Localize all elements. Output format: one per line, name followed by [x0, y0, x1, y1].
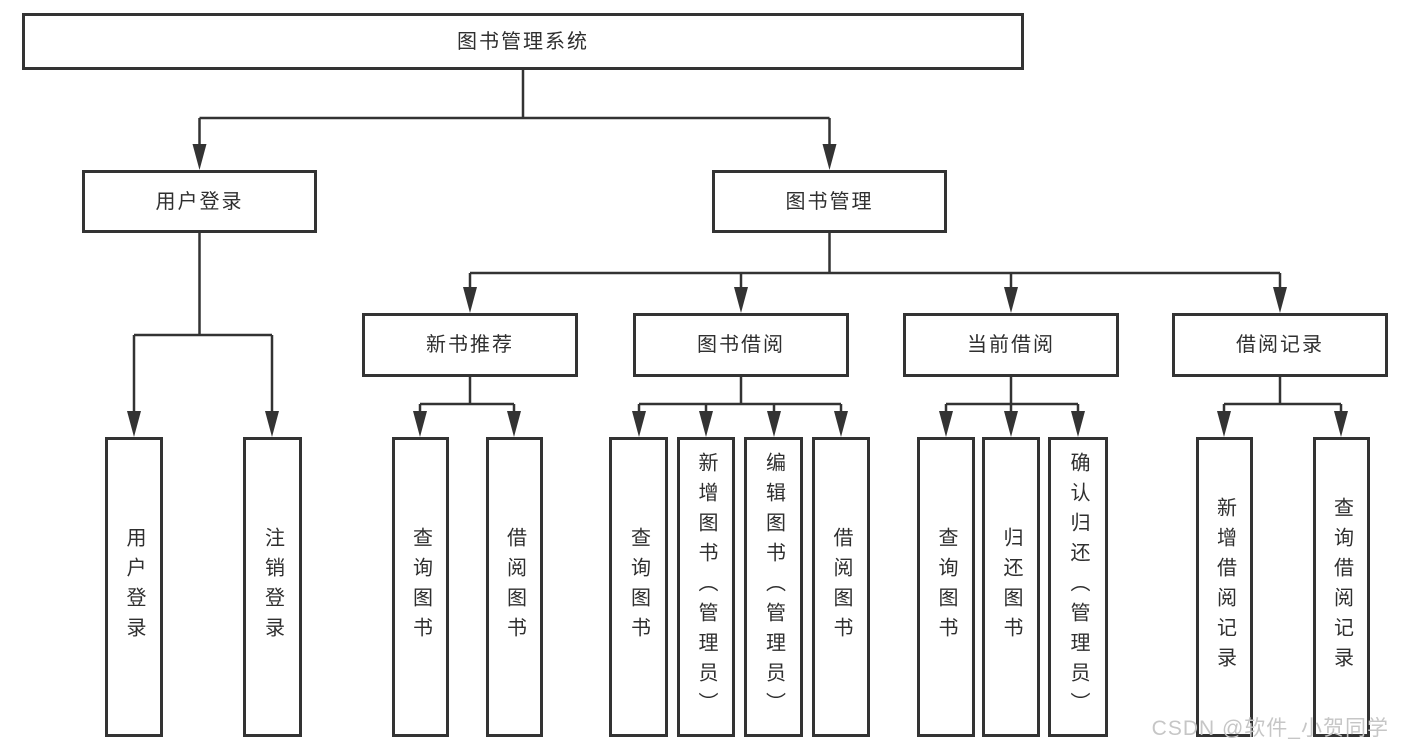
- leaf-nbr-query-books: 查询图书: [392, 437, 449, 737]
- node-label: 查询借阅记录: [1330, 497, 1353, 677]
- leaf-cb-query-books: 查询图书: [917, 437, 975, 737]
- leaf-bb-borrow-books: 借阅图书: [812, 437, 870, 737]
- node-label: 归还图书: [1000, 527, 1022, 647]
- node-new-book-recommendation: 新书推荐: [362, 313, 578, 377]
- node-library-management-system: 图书管理系统: [22, 13, 1024, 70]
- node-label: 新增图书（管理员）: [695, 452, 717, 722]
- leaf-br-query-borrow-record: 查询借阅记录: [1313, 437, 1370, 737]
- leaf-nbr-borrow-books: 借阅图书: [486, 437, 543, 737]
- node-label: 新增借阅记录: [1213, 497, 1236, 677]
- leaf-user-login: 用户登录: [105, 437, 163, 737]
- leaf-bb-add-books-admin: 新增图书（管理员）: [677, 437, 735, 737]
- node-label: 新书推荐: [426, 334, 514, 356]
- node-label: 编辑图书（管理员）: [762, 452, 785, 722]
- leaf-bb-edit-books-admin: 编辑图书（管理员）: [744, 437, 803, 737]
- node-label: 查询图书: [627, 527, 650, 647]
- node-label: 查询图书: [935, 527, 957, 647]
- node-label: 查询图书: [409, 527, 432, 647]
- node-label: 图书管理: [785, 190, 874, 213]
- node-book-management-branch: 图书管理: [712, 170, 947, 233]
- leaf-cb-return-books: 归还图书: [982, 437, 1040, 737]
- node-label: 借阅图书: [503, 527, 526, 647]
- node-label: 用户登录: [155, 190, 244, 213]
- leaf-logout: 注销登录: [243, 437, 302, 737]
- node-user-login-branch: 用户登录: [82, 170, 317, 233]
- watermark: CSDN @软件_小贺同学: [1151, 717, 1389, 740]
- node-label: 借阅图书: [830, 527, 852, 647]
- node-book-borrowing: 图书借阅: [633, 313, 849, 377]
- node-current-borrowing: 当前借阅: [903, 313, 1119, 377]
- arrowheads: [127, 144, 1348, 437]
- node-label: 注销登录: [261, 527, 284, 647]
- node-label: 图书借阅: [697, 334, 785, 356]
- node-label: 当前借阅: [967, 334, 1055, 356]
- node-label: 借阅记录: [1236, 334, 1324, 356]
- leaf-bb-query-books: 查询图书: [609, 437, 668, 737]
- node-borrowing-records: 借阅记录: [1172, 313, 1388, 377]
- node-label: 用户登录: [123, 527, 145, 647]
- node-label: 确认归还（管理员）: [1067, 452, 1089, 722]
- leaf-br-add-borrow-record: 新增借阅记录: [1196, 437, 1253, 737]
- leaf-cb-confirm-return-admin: 确认归还（管理员）: [1048, 437, 1108, 737]
- node-label: 图书管理系统: [457, 30, 589, 53]
